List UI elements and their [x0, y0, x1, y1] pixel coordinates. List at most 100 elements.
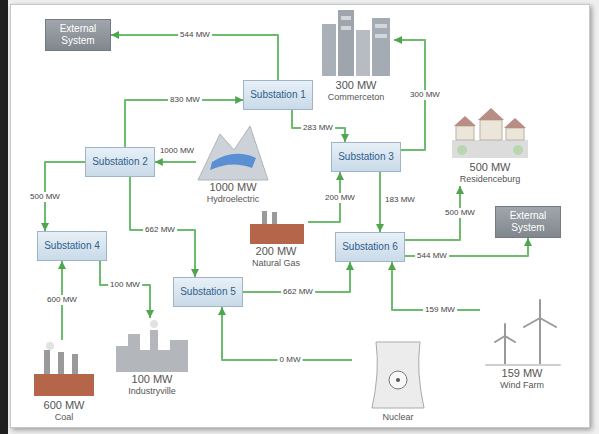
substation-box: Substation 3 [331, 142, 401, 172]
factory [116, 330, 188, 372]
power-value: 100 MW [132, 373, 173, 386]
node-name: Hydroelectric [207, 194, 260, 205]
node-name: Substation 1 [250, 89, 306, 101]
flow-label: 662 MW [281, 287, 315, 297]
flow-label: 544 MW [415, 251, 449, 261]
flow-label: 544 MW [178, 30, 212, 40]
factories [116, 320, 188, 372]
plant-building [250, 224, 304, 244]
cooling-tower [372, 342, 424, 408]
power-line [155, 161, 196, 163]
power-value: 300 MW [336, 79, 377, 92]
window [375, 34, 387, 38]
node-name: Substation 4 [44, 240, 100, 252]
flow-label: 0 MW [278, 355, 303, 365]
house [506, 128, 524, 140]
coal-plant [34, 342, 94, 396]
radiation-symbol [396, 378, 400, 382]
node-name: Industryville [128, 386, 176, 397]
roof [454, 116, 476, 126]
gas-plant [250, 211, 304, 244]
connectors [45, 35, 528, 360]
substation-box: Substation 6 [335, 232, 405, 262]
ground [452, 140, 528, 158]
node-name: Substation 5 [180, 286, 236, 298]
tree [513, 145, 523, 155]
turbine-blade [524, 318, 540, 327]
turbine-blade [504, 324, 506, 336]
roof [478, 108, 504, 120]
external-system-box: External System [495, 206, 561, 238]
node-name: Substation 2 [92, 156, 148, 168]
flow-label: 200 MW [323, 193, 357, 203]
flow-label: 600 MW [45, 295, 79, 305]
window-edge [0, 0, 8, 434]
flow-label: 159 MW [423, 305, 457, 315]
turbine-blade [495, 336, 505, 342]
external-system-box: External System [45, 19, 111, 51]
power-line [130, 177, 195, 277]
smokestack [72, 354, 78, 374]
flow-label: 500 MW [28, 192, 62, 202]
power-line [379, 172, 381, 232]
power-line [111, 35, 278, 80]
substation-box: Substation 1 [243, 80, 313, 110]
mountain [198, 126, 268, 180]
smokestack [262, 211, 267, 225]
building [338, 10, 354, 76]
window [341, 26, 351, 30]
node-name: Residenceburg [460, 174, 521, 185]
radiation-symbol [389, 371, 407, 389]
flow-label: 1000 MW [158, 146, 196, 156]
power-value: 600 MW [44, 399, 85, 412]
smoke [150, 320, 158, 328]
node-name: Commerceton [328, 92, 385, 103]
node-name: Substation 6 [342, 241, 398, 253]
turbine-blade [505, 336, 515, 342]
flow-label: 100 MW [108, 280, 142, 290]
power-value: 1000 MW [209, 181, 256, 194]
power-line [222, 307, 352, 360]
flow-label: 500 MW [443, 208, 477, 218]
smokestack [272, 212, 277, 225]
flow-label: 183 MW [383, 195, 417, 205]
building [322, 24, 336, 76]
substation-box: Substation 2 [85, 147, 155, 177]
node-name: Coal [55, 412, 74, 423]
smokestack [58, 352, 64, 374]
turbine-blade [539, 300, 541, 318]
flow-label: 830 MW [168, 95, 202, 105]
plant-building [34, 374, 94, 396]
window [375, 24, 387, 28]
house [480, 120, 502, 140]
smoke [46, 342, 54, 350]
water [210, 154, 256, 170]
turbine-tower [504, 336, 506, 364]
plant-or-town-node: 500 MWResidenceburg [450, 100, 530, 186]
node-name: External System [502, 210, 554, 234]
node-name: Substation 3 [338, 151, 394, 163]
turbine-blade [540, 318, 556, 327]
smokestack [44, 350, 50, 374]
power-value: 500 MW [470, 161, 511, 174]
flow-label: 283 MW [301, 123, 335, 133]
substation-box: Substation 5 [173, 277, 243, 307]
power-line [292, 110, 345, 142]
substation-box: Substation 4 [37, 231, 107, 261]
node-name: Natural Gas [252, 258, 300, 269]
window [341, 16, 351, 20]
house [456, 126, 474, 140]
plant-or-town-node: 300 MWCommerceton [318, 6, 394, 104]
houses [452, 108, 528, 158]
city-buildings [322, 10, 390, 76]
plant-or-town-node: 100 MWIndustryville [114, 318, 190, 398]
flow-label: 662 MW [143, 225, 177, 235]
plant-or-town-node: 1000 MWHydroelectric [196, 122, 270, 206]
nuclear-plant [372, 342, 424, 408]
turbine-tower [539, 318, 541, 364]
node-name: Wind Farm [500, 380, 544, 391]
power-line [392, 262, 480, 310]
plant-or-town-node: 200 MWNatural Gas [244, 208, 308, 270]
building [356, 30, 370, 76]
